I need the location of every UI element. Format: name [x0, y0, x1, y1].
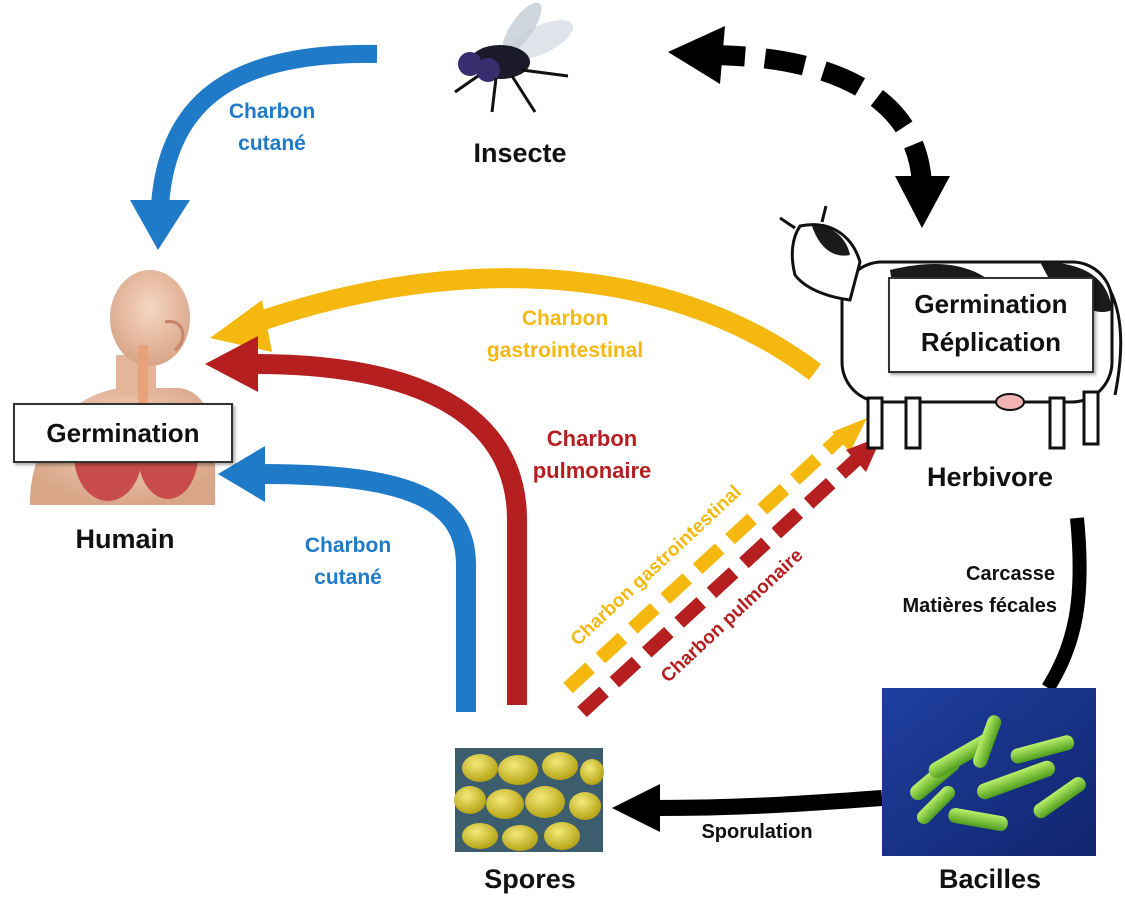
- label-herbivore-to-human-line1: Charbon: [522, 307, 608, 330]
- label-herbivore-to-bacilles-line1: Carcasse: [966, 563, 1055, 585]
- humain-germination-box: Germination: [13, 403, 233, 463]
- label-spores-to-human-cutaneous-line1: Charbon: [305, 534, 391, 557]
- label-insect-to-human-line2: cutané: [238, 132, 306, 155]
- node-label-herbivore: Herbivore: [927, 462, 1053, 492]
- label-spores-to-human-pulmonary-line2: pulmonaire: [533, 458, 652, 483]
- node-label-humain: Humain: [75, 524, 174, 554]
- arrow-herbivore-insect-bidirectional: [668, 26, 950, 228]
- herbivore-box-line2: Réplication: [890, 323, 1092, 361]
- label-herbivore-to-human-line2: gastrointestinal: [487, 339, 643, 362]
- spores-microscopy-icon: [454, 748, 604, 852]
- label-bacilles-to-spores: Sporulation: [701, 821, 812, 843]
- human-anatomy-icon: [30, 270, 215, 505]
- bacilli-microscopy-icon: [882, 688, 1096, 856]
- fly-icon: [455, 0, 579, 112]
- label-spores-to-human-cutaneous-line2: cutané: [314, 566, 382, 589]
- label-herbivore-to-bacilles-line2: Matières fécales: [902, 595, 1057, 617]
- label-spores-to-human-pulmonary-line1: Charbon: [547, 426, 637, 451]
- humain-germination-box-text: Germination: [46, 418, 199, 448]
- node-label-insecte: Insecte: [473, 138, 566, 168]
- herbivore-germination-replication-box: Germination Réplication: [888, 277, 1094, 373]
- label-insect-to-human-line1: Charbon: [229, 100, 315, 123]
- node-label-bacilles: Bacilles: [939, 864, 1041, 894]
- herbivore-box-line1: Germination: [890, 285, 1092, 323]
- node-label-spores: Spores: [484, 864, 576, 894]
